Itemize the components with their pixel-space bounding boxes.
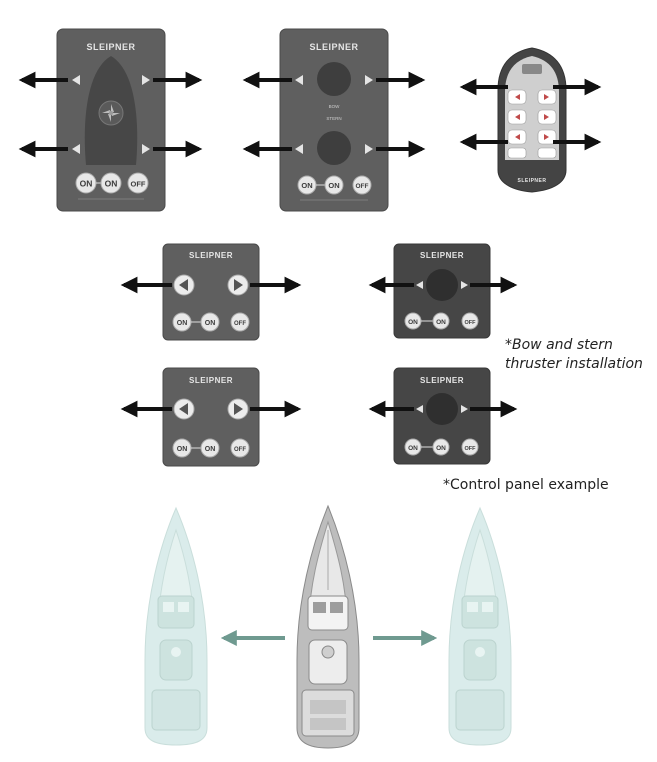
svg-text:ON: ON (408, 319, 418, 326)
svg-text:OFF: OFF (131, 180, 146, 189)
right-indicator-icon (365, 144, 373, 154)
svg-text:ON: ON (328, 181, 339, 190)
right-thrust-button[interactable] (227, 398, 249, 420)
remote-button[interactable] (537, 147, 557, 159)
right-indicator-icon (461, 281, 468, 289)
right-thrust-button[interactable] (227, 274, 249, 296)
stern-joystick-knob[interactable] (317, 131, 351, 165)
svg-text:OFF: OFF (234, 447, 246, 453)
left-indicator-icon (416, 405, 423, 413)
left-thrust-button[interactable] (173, 274, 195, 296)
svg-text:ON: ON (177, 320, 188, 327)
off-button[interactable]: OFF (461, 438, 479, 456)
svg-text:ON: ON (105, 179, 118, 189)
on-button[interactable]: ON (100, 172, 122, 194)
svg-text:ON: ON (177, 446, 188, 453)
svg-text:ON: ON (205, 446, 216, 453)
direction-arrows (242, 71, 426, 158)
propeller-icon (98, 100, 124, 126)
off-button[interactable]: OFF (127, 172, 149, 194)
on-button[interactable]: ON (324, 175, 344, 195)
direction-arrows (459, 78, 602, 151)
on-button[interactable]: ON (200, 438, 220, 458)
svg-text:OFF: OFF (356, 183, 369, 190)
svg-text:OFF: OFF (465, 320, 477, 326)
bow-stern-caption: *Bow and stern thruster installation (505, 336, 643, 374)
panel-brand-label: SLEIPNER (309, 42, 358, 52)
direction-arrows (18, 71, 203, 158)
button-control-panel: SLEIPNER ON ON OFF (162, 243, 260, 341)
on-button[interactable]: ON (432, 312, 450, 330)
bow-stern-caption-line1: *Bow and stern (505, 337, 613, 353)
off-button[interactable]: OFF (352, 175, 372, 195)
remote-brand-label: SLEIPNER (517, 178, 546, 184)
bow-stern-caption-line2: thruster installation (505, 356, 643, 372)
svg-text:ON: ON (436, 445, 446, 452)
bow-label: BOW (329, 104, 341, 109)
joystick-knob[interactable] (426, 269, 458, 301)
svg-text:ON: ON (436, 319, 446, 326)
boat-main (296, 504, 360, 749)
on-button[interactable]: ON (172, 438, 192, 458)
control-panel-caption: *Control panel example (443, 477, 609, 493)
svg-text:ON: ON (408, 445, 418, 452)
on-button[interactable]: ON (404, 438, 422, 456)
panel-brand-label: SLEIPNER (420, 376, 464, 385)
panel-brand-label: SLEIPNER (86, 42, 135, 52)
boat-ghost-left (144, 506, 208, 746)
panel-brand-label: SLEIPNER (189, 376, 233, 385)
on-button[interactable]: ON (432, 438, 450, 456)
wireless-remote-control: SLEIPNER (497, 47, 567, 193)
knob-control-panel: SLEIPNER ON ON OFF (393, 243, 491, 339)
joystick-control-panel: SLEIPNER ON ON OFF (56, 28, 166, 212)
button-control-panel: SLEIPNER ON ON OFF (162, 367, 260, 467)
off-button[interactable]: OFF (461, 312, 479, 330)
on-button[interactable]: ON (75, 172, 97, 194)
right-indicator-icon (142, 144, 150, 154)
remote-top-button[interactable] (522, 64, 542, 74)
off-button[interactable]: OFF (230, 438, 250, 458)
off-button[interactable]: OFF (230, 312, 250, 332)
boat-ghost-right (448, 506, 512, 746)
svg-text:OFF: OFF (465, 446, 477, 452)
remote-button[interactable] (507, 147, 527, 159)
on-button[interactable]: ON (404, 312, 422, 330)
left-indicator-icon (295, 75, 303, 85)
right-indicator-icon (461, 405, 468, 413)
knob-control-panel: SLEIPNER ON ON OFF (393, 367, 491, 465)
panel-brand-label: SLEIPNER (420, 251, 464, 260)
joystick-knob[interactable] (426, 393, 458, 425)
svg-text:ON: ON (205, 320, 216, 327)
svg-text:ON: ON (301, 181, 312, 190)
right-indicator-icon (365, 75, 373, 85)
bow-joystick-knob[interactable] (317, 62, 351, 96)
left-indicator-icon (72, 75, 80, 85)
panel-brand-label: SLEIPNER (189, 251, 233, 260)
left-indicator-icon (416, 281, 423, 289)
svg-text:OFF: OFF (234, 321, 246, 327)
on-button[interactable]: ON (200, 312, 220, 332)
left-indicator-icon (295, 144, 303, 154)
right-indicator-icon (142, 75, 150, 85)
on-button[interactable]: ON (297, 175, 317, 195)
on-button[interactable]: ON (172, 312, 192, 332)
svg-text:ON: ON (80, 179, 93, 189)
left-thrust-button[interactable] (173, 398, 195, 420)
left-indicator-icon (72, 144, 80, 154)
dual-joystick-control-panel: SLEIPNER BOW STERN ON ON OFF (279, 28, 389, 212)
stern-label: STERN (326, 116, 341, 121)
